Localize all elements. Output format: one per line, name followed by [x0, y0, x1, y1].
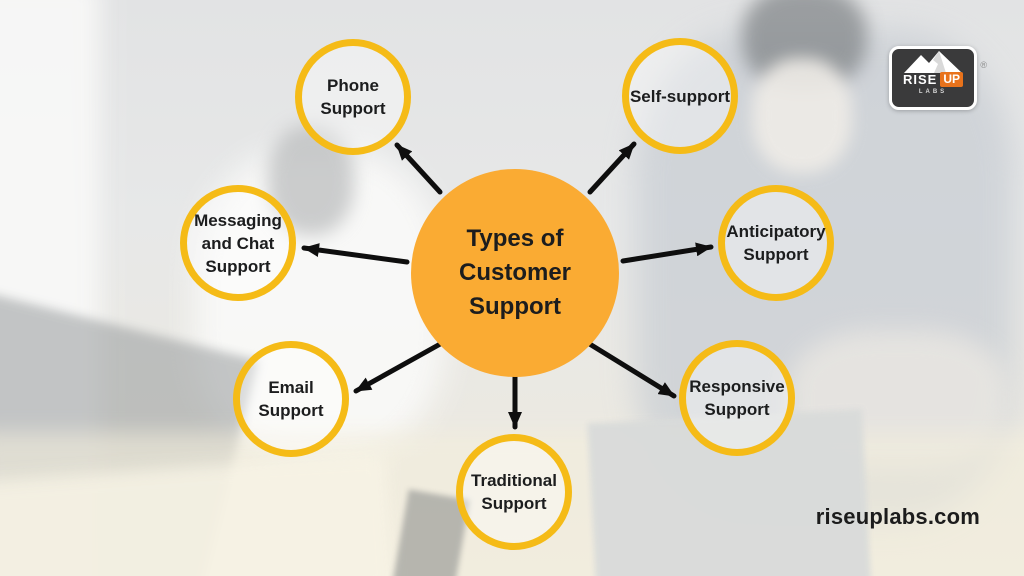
node-label-line: Support — [481, 494, 547, 513]
node-email-support: Email Support — [233, 341, 349, 457]
logo-word-up: UP — [940, 72, 963, 87]
center-node-line: Customer — [458, 259, 572, 286]
node-traditional-support: Traditional Support — [456, 434, 572, 550]
arrow-to-phone-support — [394, 142, 443, 195]
arrow-to-responsive-support — [585, 340, 677, 399]
node-label-line: Support — [704, 400, 770, 419]
center-node-line: Types of — [466, 225, 564, 252]
node-anticipatory-support: Anticipatory Support — [718, 185, 834, 301]
logo-word-rise: RISE — [902, 72, 938, 87]
node-label-line: Self-support — [629, 86, 731, 106]
node-label-line: Support — [743, 245, 809, 264]
website-url-text: riseuplabs.com — [815, 504, 980, 529]
node-messaging-chat-support: Messaging and Chat Support — [180, 185, 296, 301]
arrow-to-messaging-chat-support — [301, 243, 410, 265]
node-label-line: Support — [320, 99, 386, 118]
riseup-labs-badge: RISE UP LABS — [889, 46, 977, 110]
node-phone-support: Phone Support — [295, 39, 411, 155]
node-label-line: Support — [258, 401, 324, 420]
arrow-to-anticipatory-support — [620, 242, 714, 264]
node-responsive-support: Responsive Support — [679, 340, 795, 456]
node-label-line: and Chat — [201, 233, 275, 253]
node-self-support: Self-support — [622, 38, 738, 154]
arrow-to-email-support — [353, 340, 445, 394]
logo-word-labs: LABS — [918, 89, 948, 95]
riseup-labs-logo: RISE UP LABS ® — [889, 46, 989, 116]
node-label-line: Messaging — [194, 210, 282, 230]
center-node-types-of-customer-support: Types of Customer Support — [411, 169, 619, 377]
node-label-line: Responsive — [689, 377, 785, 396]
mountain-icon — [904, 51, 962, 73]
arrow-to-self-support — [587, 141, 637, 195]
node-label-line: Phone — [327, 76, 379, 95]
registered-trademark-icon: ® — [980, 60, 987, 70]
node-label-line: Traditional — [471, 471, 557, 490]
node-label-line: Support — [205, 256, 271, 276]
logo-wordmark: RISE UP — [903, 72, 963, 87]
node-label-line: Anticipatory — [726, 222, 826, 241]
node-label-line: Email — [268, 378, 314, 397]
center-node-line: Support — [469, 293, 561, 320]
